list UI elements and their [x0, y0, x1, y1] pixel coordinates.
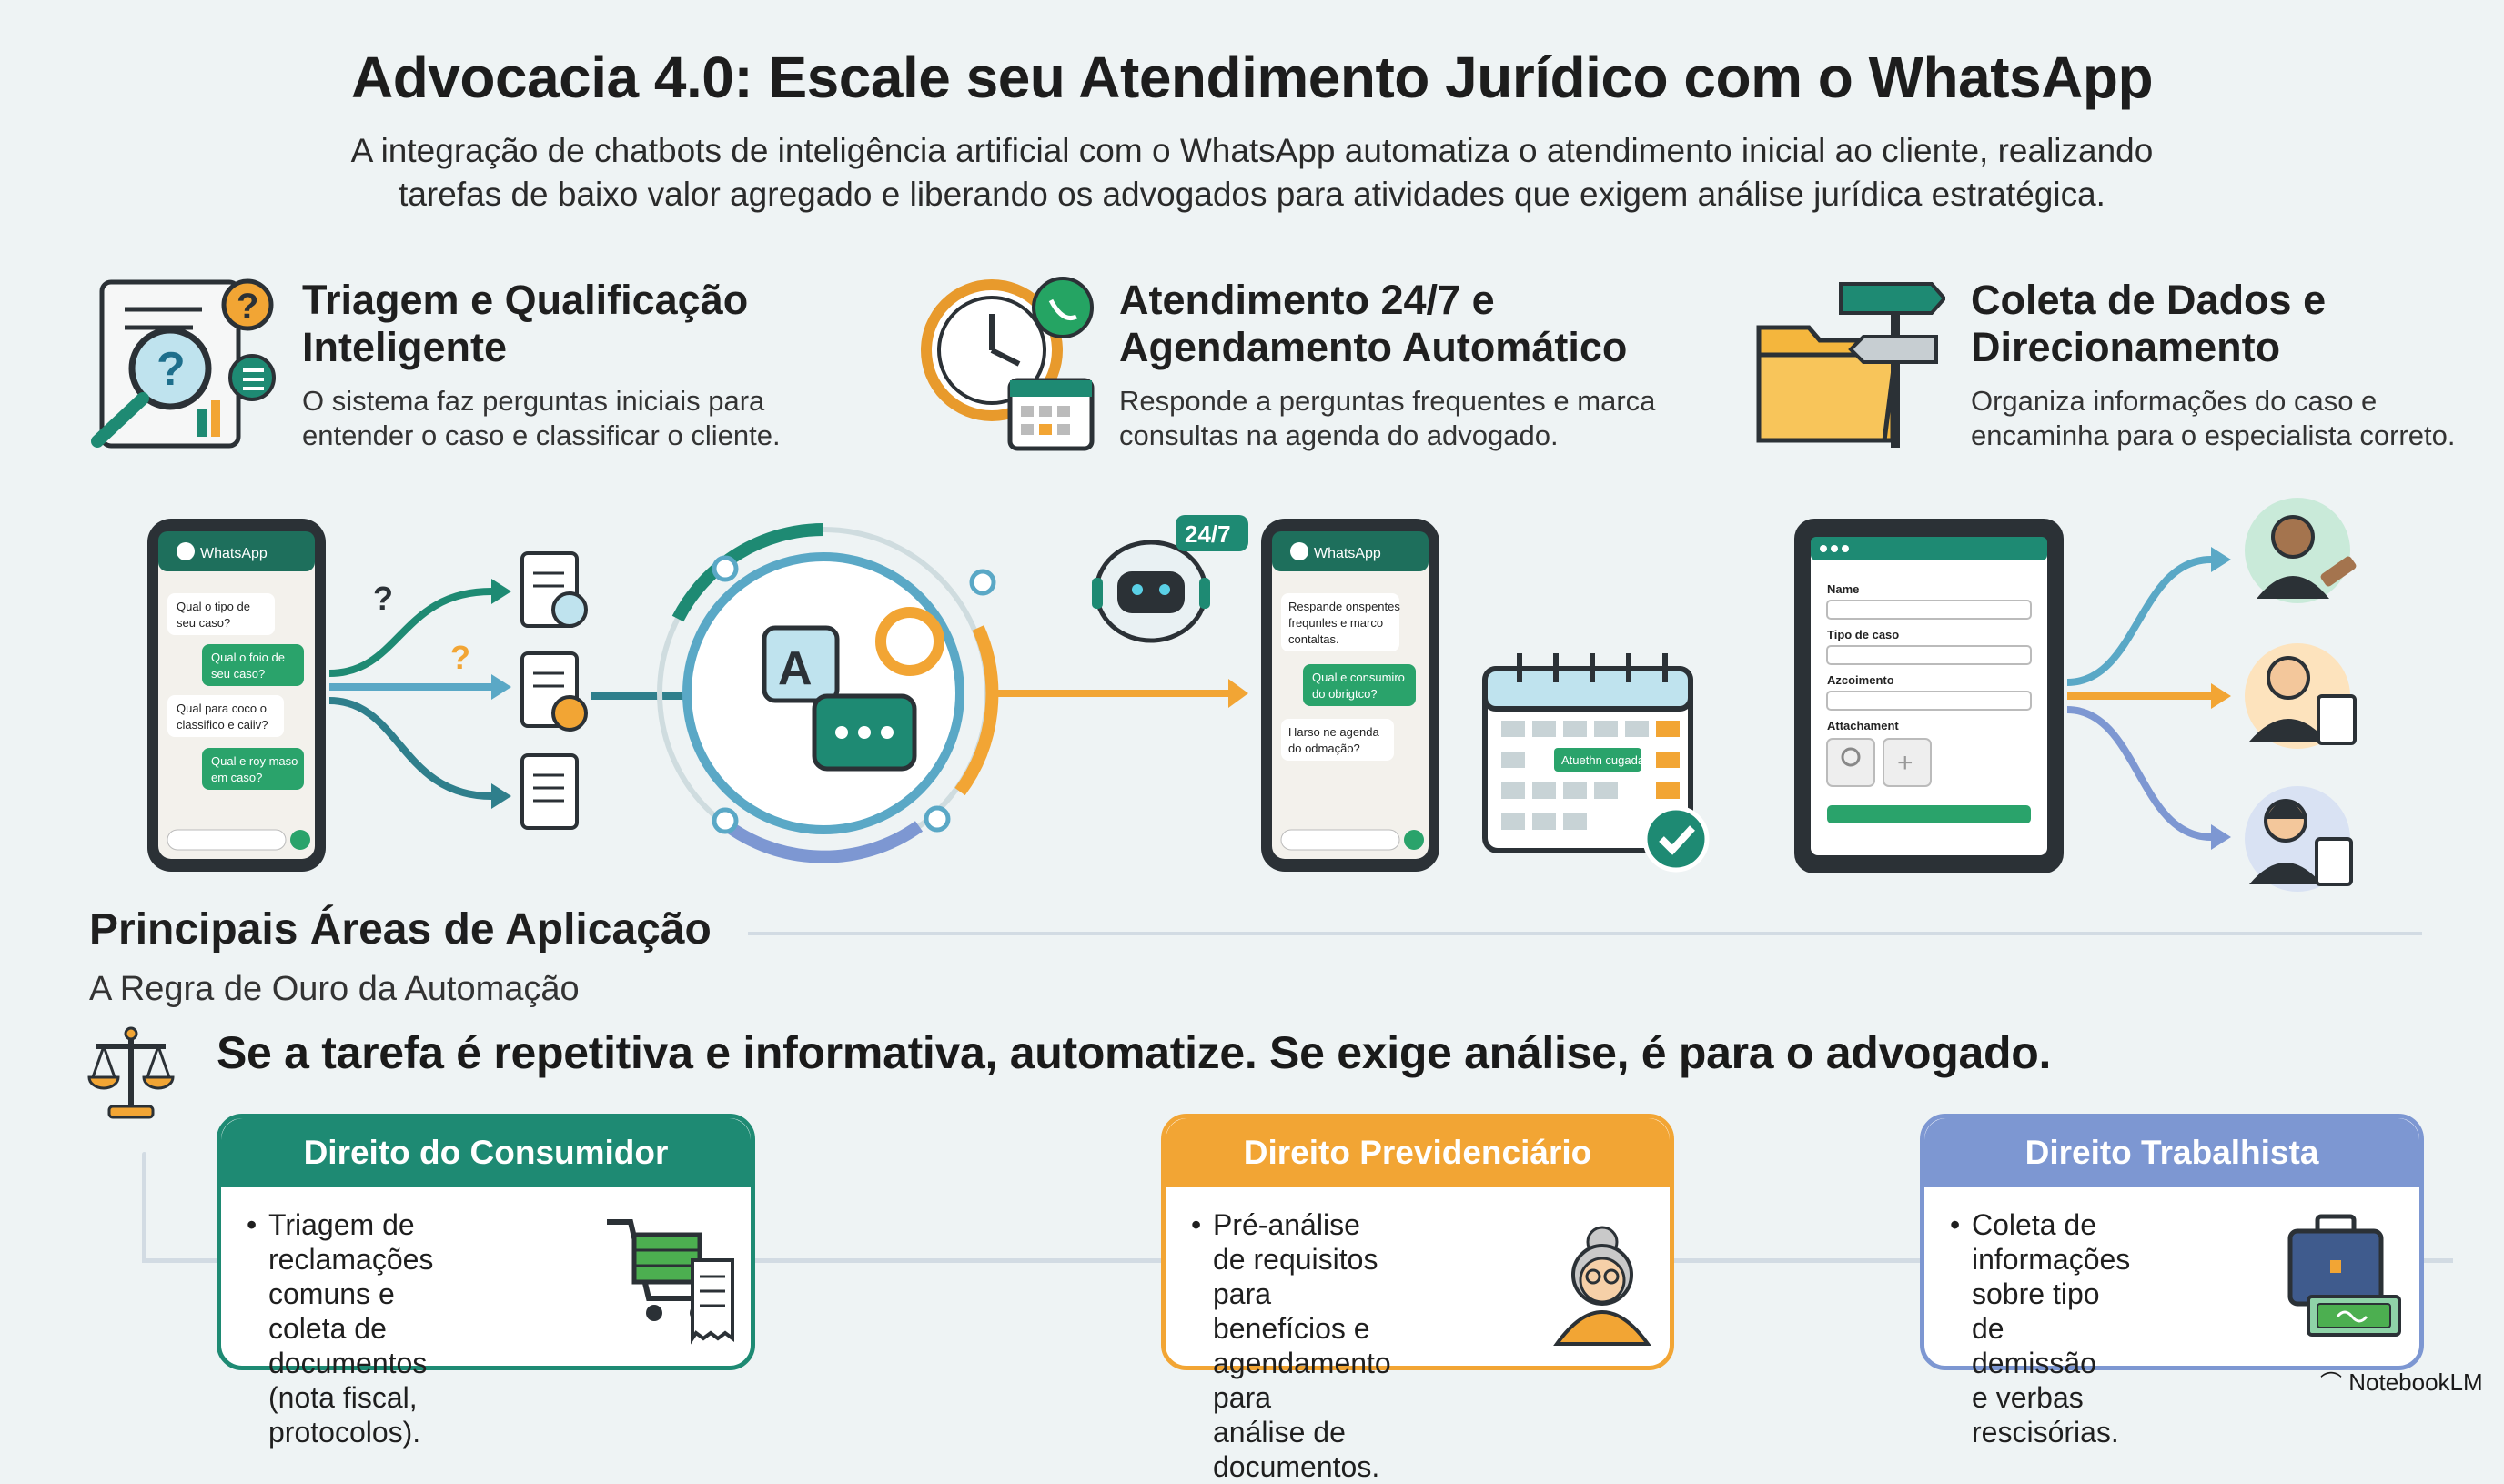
feature-24-7-title-2: Agendamento Automático: [1119, 324, 1628, 370]
svg-text:?: ?: [237, 287, 258, 327]
svg-text:Qual o foio de: Qual o foio de: [211, 651, 285, 664]
feature-24-7-desc-1: Responde a perguntas frequentes e marca: [1119, 385, 1656, 417]
svg-text:Respande onspentes: Respande onspentes: [1288, 600, 1400, 613]
area-card-consumidor-title: Direito do Consumidor: [221, 1118, 751, 1187]
area-card-trabalhista: Direito Trabalhista • Coleta de informaç…: [1920, 1114, 2424, 1449]
svg-text:+: +: [1897, 748, 1913, 778]
section-subheading: A Regra de Ouro da Automação: [89, 970, 580, 1008]
robot-24-7-icon: 24/7: [1092, 515, 1248, 643]
feature-data-collection: Coleta de Dados e Direcionamento Organiz…: [1971, 277, 2499, 453]
scales-icon: [87, 1023, 175, 1123]
section-heading: Principais Áreas de Aplicação: [89, 905, 712, 954]
footer-brand: ⌒ NotebookLM: [2320, 1365, 2483, 1397]
feature-triage-title-1: Triagem e Qualificação: [302, 277, 749, 323]
svg-text:Qual e consumiro: Qual e consumiro: [1312, 671, 1405, 684]
lawyer-woman-icon: [2245, 786, 2353, 892]
folder-signpost-icon: [1754, 273, 1947, 455]
feature-triage-desc-2: entender o caso e classificar o cliente.: [302, 419, 781, 451]
calendar-icon: Atuethn cugada: [1482, 653, 1710, 873]
tablet-form: Name Tipo de caso Azcoimento Attachament…: [1794, 519, 2064, 873]
svg-text:seu caso?: seu caso?: [211, 667, 265, 681]
section-divider: [748, 932, 2422, 935]
phone1-app-name: WhatsApp: [200, 546, 268, 561]
page-title: Advocacia 4.0: Escale seu Atendimento Ju…: [350, 45, 2154, 110]
feature-24-7-title-1: Atendimento 24/7 e: [1119, 277, 1495, 323]
feature-data-title-1: Coleta de Dados e: [1971, 277, 2327, 323]
svg-text:seu caso?: seu caso?: [177, 616, 230, 630]
svg-text:Attachament: Attachament: [1827, 719, 1899, 732]
page-subtitle: A integração de chatbots de inteligência…: [273, 129, 2231, 217]
document-icons: [520, 551, 588, 830]
feature-data-desc-2: encaminha para o especialista correto.: [1971, 419, 2456, 451]
svg-text:Harso ne agenda: Harso ne agenda: [1288, 725, 1380, 739]
svg-text:Tipo de caso: Tipo de caso: [1827, 628, 1899, 641]
lawyer-gavel-icon: [2245, 498, 2357, 603]
feature-data-desc-1: Organiza informações do caso e: [1971, 385, 2378, 417]
phone-whatsapp-triage: WhatsApp Qual o tipo de seu caso? Qual o…: [147, 519, 326, 872]
calendar-event: Atuethn cugada: [1561, 753, 1645, 767]
subtitle-line-1: A integração de chatbots de inteligência…: [350, 132, 2154, 169]
area-card-previdenciario-title: Direito Previdenciário: [1166, 1118, 1670, 1187]
feature-triage-title-2: Inteligente: [302, 324, 508, 370]
golden-rule-text: Se a tarefa é repetitiva e informativa, …: [217, 1027, 2052, 1078]
svg-text:contaltas.: contaltas.: [1288, 632, 1339, 646]
feature-data-title-2: Direcionamento: [1971, 324, 2281, 370]
svg-text:?: ?: [156, 343, 186, 396]
ai-hub: A: [657, 523, 999, 863]
feature-triage: Triagem e Qualificação Inteligente O sis…: [302, 277, 848, 453]
svg-text:?: ?: [450, 639, 470, 676]
svg-text:do obrigtco?: do obrigtco?: [1312, 687, 1378, 701]
svg-text:classifico e caiiv?: classifico e caiiv?: [177, 718, 268, 732]
lawyer-document-icon: [2245, 643, 2357, 749]
svg-text:do odmação?: do odmação?: [1288, 742, 1360, 755]
phone-whatsapp-scheduling: WhatsApp Respande onspentes frequnles e …: [1261, 519, 1439, 872]
area-card-trabalhista-title: Direito Trabalhista: [1924, 1118, 2419, 1187]
elderly-woman-icon: [1548, 1218, 1657, 1346]
feature-triage-desc-1: O sistema faz perguntas iniciais para: [302, 385, 765, 417]
badge-24-7: 24/7: [1185, 520, 1231, 548]
svg-text:Azcoimento: Azcoimento: [1827, 673, 1894, 687]
svg-text:Qual o tipo de: Qual o tipo de: [177, 600, 250, 613]
svg-text:?: ?: [373, 580, 393, 617]
feature-24-7-desc-2: consultas na agenda do advogado.: [1119, 419, 1559, 451]
feature-24-7: Atendimento 24/7 e Agendamento Automátic…: [1119, 277, 1701, 453]
footer-brand-label: NotebookLM: [2348, 1368, 2483, 1396]
flow-illustration: WhatsApp Qual o tipo de seu caso? Qual o…: [147, 498, 2357, 892]
area-card-consumidor: Direito do Consumidor • Triagem de recla…: [217, 1114, 755, 1449]
svg-text:frequnles e marco: frequnles e marco: [1288, 616, 1383, 630]
svg-text:Qual e roy maso: Qual e roy maso: [211, 754, 298, 768]
area-card-previdenciario: Direito Previdenciário • Pré-análise de …: [1161, 1114, 1674, 1483]
svg-text:Qual para coco o: Qual para coco o: [177, 702, 267, 715]
notebooklm-icon: ⌒: [2320, 1371, 2342, 1396]
triage-document-icon: ? ?: [84, 273, 284, 455]
svg-text:em caso?: em caso?: [211, 771, 262, 784]
svg-text:A: A: [778, 642, 813, 695]
clock-whatsapp-icon: [919, 273, 1101, 455]
briefcase-money-icon: [2272, 1209, 2408, 1346]
subtitle-line-2: tarefas de baixo valor agregado e libera…: [399, 176, 2105, 213]
shopping-cart-receipt-icon: [603, 1209, 740, 1346]
svg-text:Name: Name: [1827, 582, 1859, 596]
phone2-app-name: WhatsApp: [1314, 546, 1381, 561]
connector-line-vertical: [142, 1152, 146, 1263]
